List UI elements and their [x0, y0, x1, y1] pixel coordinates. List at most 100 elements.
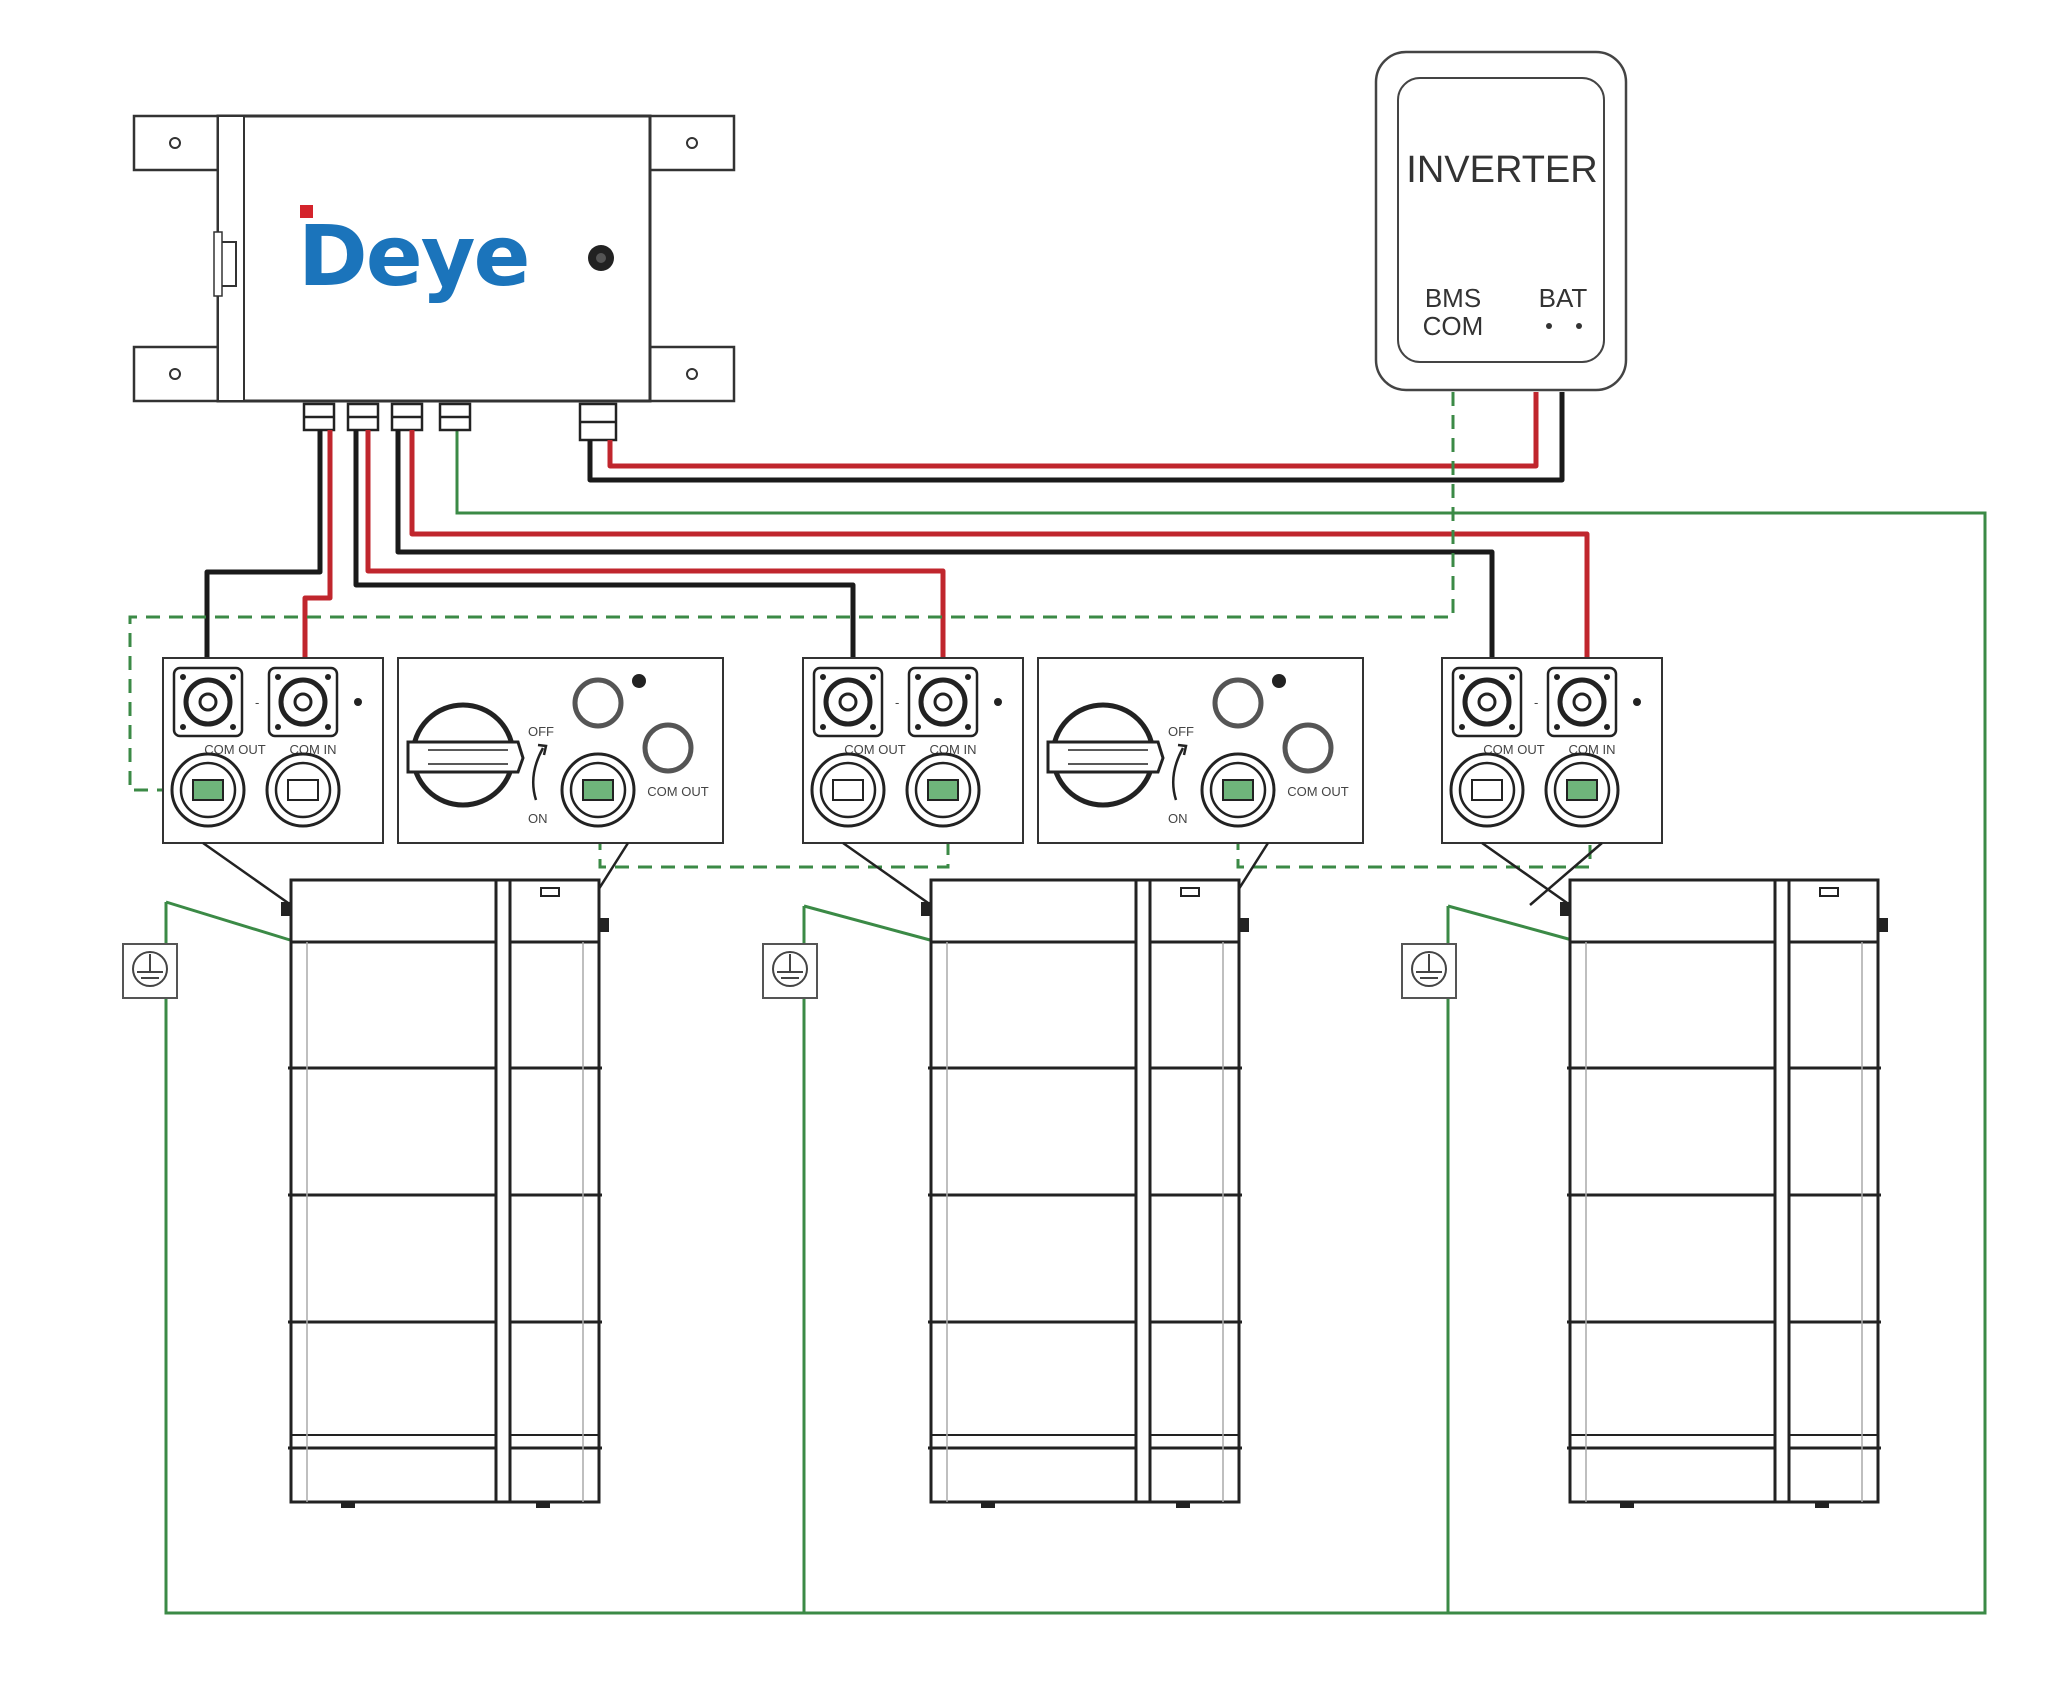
- positive-terminal-3-screw-tr: [1604, 674, 1610, 680]
- stack-handle: [1773, 878, 1791, 1504]
- plus-dot: [994, 698, 1002, 706]
- minus-sign: -: [255, 695, 259, 710]
- ground-link-3: [1447, 904, 1573, 942]
- led-ring: [1212, 677, 1264, 729]
- status-dot: [632, 674, 646, 688]
- switch-arrow-head: [537, 743, 548, 756]
- off-label: OFF: [528, 724, 554, 739]
- com-out-port-switch-2-socket: [1222, 779, 1254, 801]
- foot-1: [981, 1502, 995, 1508]
- inverter-negative-cable: [587, 392, 1565, 483]
- negative-cable-3: [395, 430, 1495, 700]
- positive-terminal-3-screw-br: [1604, 724, 1610, 730]
- status-dot: [1272, 674, 1286, 688]
- top-latch: [540, 887, 560, 897]
- reset-button: [642, 722, 694, 774]
- power-cables: [204, 392, 1590, 700]
- positive-terminal-2-pin: [933, 692, 953, 712]
- ground-icon-ring: [1411, 951, 1447, 987]
- positive-terminal-2-screw-tr: [965, 674, 971, 680]
- panel-leader-left: [842, 841, 932, 907]
- com-out-port-switch-1-socket: [582, 779, 614, 801]
- battery-stack-2: [921, 878, 1249, 1508]
- switch-handle: [1046, 740, 1165, 774]
- plus-dot: [354, 698, 362, 706]
- negative-terminal-2-pin: [838, 692, 858, 712]
- foot-1: [1620, 1502, 1634, 1508]
- switch-arrow: [531, 747, 545, 801]
- plus-dot: [1633, 698, 1641, 706]
- minus-sign: -: [1534, 695, 1538, 710]
- negative-terminal-3-pin: [1477, 692, 1497, 712]
- side-connector-right: [1878, 918, 1888, 932]
- bat-label: BAT: [1539, 283, 1588, 313]
- bms-top-module: [1568, 878, 1880, 944]
- ground-icon-ring: [772, 951, 808, 987]
- com-out-label-1: COM OUT: [204, 742, 265, 757]
- positive-terminal-1-screw-tr: [325, 674, 331, 680]
- inverter-inner: [1397, 77, 1605, 363]
- bms-com-cable: [128, 392, 1455, 792]
- positive-terminal-1-screw-br: [325, 724, 331, 730]
- combiner-box: Deye: [132, 114, 736, 442]
- negative-terminal-3-screw-bl: [1459, 724, 1465, 730]
- com-in-port-2-socket: [927, 779, 959, 801]
- negative-terminal-1-screw-br: [230, 724, 236, 730]
- side-connector-left: [921, 902, 931, 916]
- com-out-label-3: COM OUT: [1483, 742, 1544, 757]
- com-out-port-2-socket: [832, 779, 864, 801]
- side-connector-right: [1239, 918, 1249, 932]
- bms-label-1: BMS: [1425, 283, 1481, 313]
- on-label: ON: [1168, 811, 1188, 826]
- positive-terminal-2-screw-tl: [915, 674, 921, 680]
- battery-body: [289, 940, 601, 1504]
- negative-terminal-3-screw-tl: [1459, 674, 1465, 680]
- foot-2: [1815, 1502, 1829, 1508]
- switch-handle: [406, 740, 525, 774]
- off-label: OFF: [1168, 724, 1194, 739]
- positive-terminal-2-screw-br: [965, 724, 971, 730]
- battery-stack-1: [281, 878, 609, 1508]
- foot-1: [341, 1502, 355, 1508]
- negative-terminal-1-screw-tr: [230, 674, 236, 680]
- side-connector-left: [1560, 902, 1570, 916]
- negative-cable-2: [353, 430, 856, 700]
- negative-terminal-2-screw-br: [870, 724, 876, 730]
- bms-top-module: [289, 878, 601, 944]
- ground-icon-ring: [132, 951, 168, 987]
- led-ring: [572, 677, 624, 729]
- combiner-box-body: [216, 114, 652, 403]
- negative-terminal-3-screw-br: [1509, 724, 1515, 730]
- battery-body: [929, 940, 1241, 1504]
- ground-link-1: [165, 900, 291, 942]
- com-out-label-2: COM OUT: [844, 742, 905, 757]
- com-in-port-3-socket: [1566, 779, 1598, 801]
- panel-leader-right: [1529, 842, 1603, 906]
- negative-terminal-2-screw-tr: [870, 674, 876, 680]
- negative-terminal-1-pin: [198, 692, 218, 712]
- cable-glands: [302, 402, 618, 442]
- positive-terminal-1-screw-bl: [275, 724, 281, 730]
- negative-cable-1: [204, 430, 323, 700]
- top-latch: [1180, 887, 1200, 897]
- negative-terminal-2-screw-bl: [820, 724, 826, 730]
- com-in-port-1-socket: [287, 779, 319, 801]
- reset-button: [1282, 722, 1334, 774]
- minus-sign: -: [895, 695, 899, 710]
- positive-cable-1: [302, 430, 333, 700]
- foot-2: [1176, 1502, 1190, 1508]
- com-out-port-3-socket: [1471, 779, 1503, 801]
- negative-terminal-3-screw-tr: [1509, 674, 1515, 680]
- positive-terminal-3-pin: [1572, 692, 1592, 712]
- battery-stack-3: [1560, 878, 1888, 1508]
- com-out-port-1-socket: [192, 779, 224, 801]
- side-connector-right: [599, 918, 609, 932]
- inverter: INVERTER BMS COM BAT: [1374, 50, 1628, 392]
- negative-terminal-2-screw-tl: [820, 674, 826, 680]
- ground-wires: [164, 412, 1987, 1615]
